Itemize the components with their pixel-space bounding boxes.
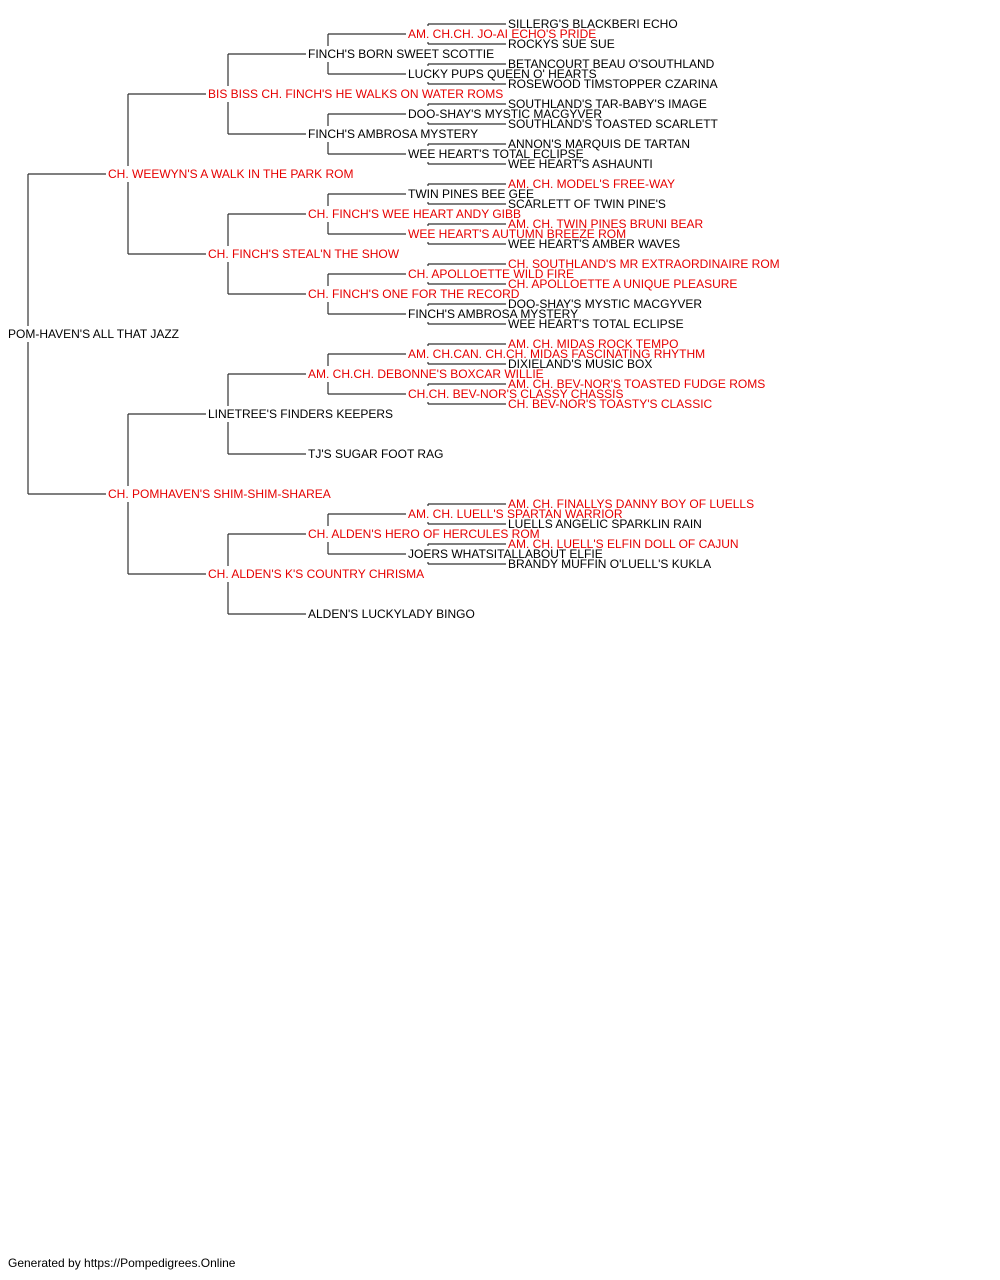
dam-name: WEE HEART'S AUTUMN BREEZE ROM <box>408 227 626 241</box>
pedigree-tree: POM-HAVEN'S ALL THAT JAZZ CH. WEEWYN'S A … <box>8 17 780 621</box>
sire-name: LINETREE'S FINDERS KEEPERS <box>208 407 393 421</box>
sire-name: AM. CH. TWIN PINES BRUNI BEAR <box>508 217 703 231</box>
dam-name: CH.CH. BEV-NOR'S CLASSY CHASSIS <box>408 387 623 401</box>
sire-name: AM. CH. FINALLYS DANNY BOY OF LUELLS <box>508 497 754 511</box>
sire-name: CH. ALDEN'S HERO OF HERCULES ROM <box>308 527 540 541</box>
dam-name: WEE HEART'S TOTAL ECLIPSE <box>408 147 584 161</box>
dam-name: DIXIELAND'S MUSIC BOX <box>508 357 652 371</box>
sire-name: DOO-SHAY'S MYSTIC MACGYVER <box>508 297 702 311</box>
dam-name: FINCH'S AMBROSA MYSTERY <box>408 307 578 321</box>
dam-name: LUELLS ANGELIC SPARKLIN RAIN <box>508 517 702 531</box>
dam-name: CH. POMHAVEN'S SHIM-SHIM-SHAREA <box>108 487 331 501</box>
sire-name: TWIN PINES BEE GEE <box>408 187 534 201</box>
dam-name: ALDEN'S LUCKYLADY BINGO <box>308 607 475 621</box>
sire-name: AM. CH. BEV-NOR'S TOASTED FUDGE ROMS <box>508 377 765 391</box>
sire-name: CH. WEEWYN'S A WALK IN THE PARK ROM <box>108 167 353 181</box>
sire-name: AM. CH. MODEL'S FREE-WAY <box>508 177 675 191</box>
dam-name: SOUTHLAND'S TOASTED SCARLETT <box>508 117 719 131</box>
sire-name: CH. FINCH'S WEE HEART ANDY GIBB <box>308 207 521 221</box>
dam-name: CH. FINCH'S STEAL'N THE SHOW <box>208 247 400 261</box>
dam-name: ROSEWOOD TIMSTOPPER CZARINA <box>508 77 718 91</box>
dam-name: CH. APOLLOETTE A UNIQUE PLEASURE <box>508 277 737 291</box>
dam-name: WEE HEART'S ASHAUNTI <box>508 157 653 171</box>
dam-name: SCARLETT OF TWIN PINE'S <box>508 197 666 211</box>
sire-name: DOO-SHAY'S MYSTIC MACGYVER <box>408 107 602 121</box>
sire-name: AM. CH. MIDAS ROCK TEMPO <box>508 337 678 351</box>
dam-name: ROCKYS SUE SUE <box>508 37 615 51</box>
sire-name: AM. CH. LUELL'S ELFIN DOLL OF CAJUN <box>508 537 739 551</box>
dam-name: CH. ALDEN'S K'S COUNTRY CHRISMA <box>208 567 424 581</box>
dam-name: WEE HEART'S AMBER WAVES <box>508 237 680 251</box>
sire-name: CH. SOUTHLAND'S MR EXTRAORDINAIRE ROM <box>508 257 780 271</box>
sire-name: AM. CH. LUELL'S SPARTAN WARRIOR <box>408 507 623 521</box>
sire-name: AM. CH.CH. DEBONNE'S BOXCAR WILLIE <box>308 367 544 381</box>
sire-name: FINCH'S BORN SWEET SCOTTIE <box>308 47 494 61</box>
dam-name: BRANDY MUFFIN O'LUELL'S KUKLA <box>508 557 711 571</box>
sire-name: BETANCOURT BEAU O'SOUTHLAND <box>508 57 715 71</box>
sire-name: CH. APOLLOETTE WILD FIRE <box>408 267 574 281</box>
subject-dog-name: POM-HAVEN'S ALL THAT JAZZ <box>8 327 179 341</box>
dam-name: CH. FINCH'S ONE FOR THE RECORD <box>308 287 520 301</box>
sire-name: SOUTHLAND'S TAR-BABY'S IMAGE <box>508 97 707 111</box>
sire-name: ANNON'S MARQUIS DE TARTAN <box>508 137 690 151</box>
sire-name: AM. CH.CH. JO-AI ECHO'S PRIDE <box>408 27 596 41</box>
dam-name: WEE HEART'S TOTAL ECLIPSE <box>508 317 684 331</box>
sire-name: AM. CH.CAN. CH.CH. MIDAS FASCINATING RHY… <box>408 347 705 361</box>
sire-name: SILLERG'S BLACKBERI ECHO <box>508 17 678 31</box>
footer-credit: Generated by https://Pompedigrees.Online <box>8 1256 236 1270</box>
dam-name: JOERS WHATSITALLABOUT ELFIE <box>408 547 603 561</box>
dam-name: LUCKY PUPS QUEEN O' HEARTS <box>408 67 597 81</box>
dam-name: TJ'S SUGAR FOOT RAG <box>308 447 443 461</box>
sire-name: BIS BISS CH. FINCH'S HE WALKS ON WATER R… <box>208 87 503 101</box>
dam-name: CH. BEV-NOR'S TOASTY'S CLASSIC <box>508 397 713 411</box>
dam-name: FINCH'S AMBROSA MYSTERY <box>308 127 478 141</box>
